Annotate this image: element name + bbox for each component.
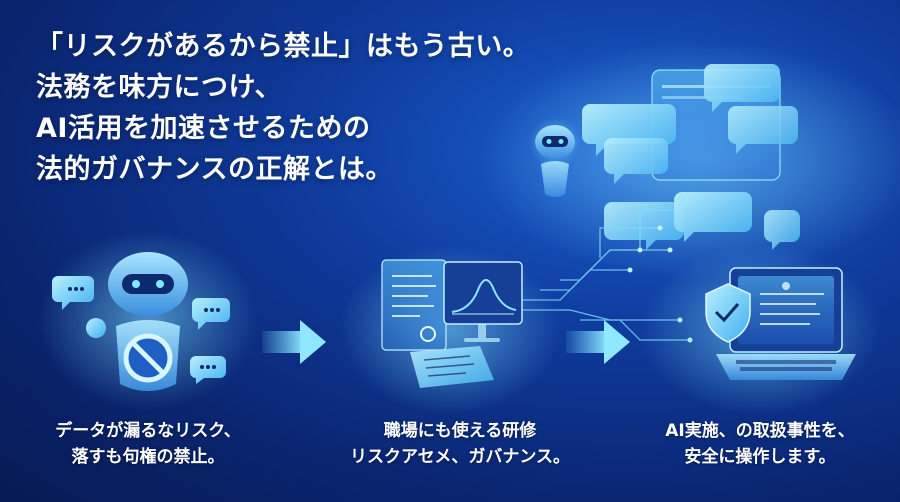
headline-line-1: 「リスクがあるから禁止」はもう古い。 bbox=[36, 31, 531, 62]
prohibited-robot-icon bbox=[38, 230, 258, 410]
headline-line-4: 法的ガバナンスの正解とは。 bbox=[36, 154, 393, 185]
step-3-caption: AI実施、の取扱事性を、 安全に操作します。 bbox=[640, 418, 880, 470]
secure-laptop-icon bbox=[640, 245, 880, 415]
step-1-caption: データが漏るなリスク、 落すも句権の禁止。 bbox=[28, 418, 268, 470]
arrow-right-icon bbox=[566, 320, 630, 364]
step-2-caption: 職場にも使える研修 リスクアセメ、ガバナンス。 bbox=[330, 418, 590, 470]
documents-monitor-icon bbox=[340, 245, 560, 415]
step-2-line-1: 職場にも使える研修 bbox=[383, 421, 537, 441]
chat-cluster bbox=[480, 40, 900, 343]
step-1-line-2: 落すも句権の禁止。 bbox=[71, 447, 225, 467]
headline: 「リスクがあるから禁止」はもう古い。 法務を味方につけ、 AI活用を加速させるた… bbox=[36, 26, 556, 190]
step-2-line-2: リスクアセメ、ガバナンス。 bbox=[350, 447, 570, 467]
headline-line-3: AI活用を加速させるための bbox=[36, 113, 371, 144]
step-3-line-2: 安全に操作します。 bbox=[684, 447, 836, 467]
step-3-line-1: AI実施、の取扱事性を、 bbox=[665, 421, 855, 441]
assistant-robot-icon bbox=[529, 117, 581, 197]
step-1-line-1: データが漏るなリスク、 bbox=[55, 421, 241, 441]
arrow-right-icon bbox=[262, 320, 326, 364]
headline-line-2: 法務を味方につけ、 bbox=[36, 72, 283, 103]
